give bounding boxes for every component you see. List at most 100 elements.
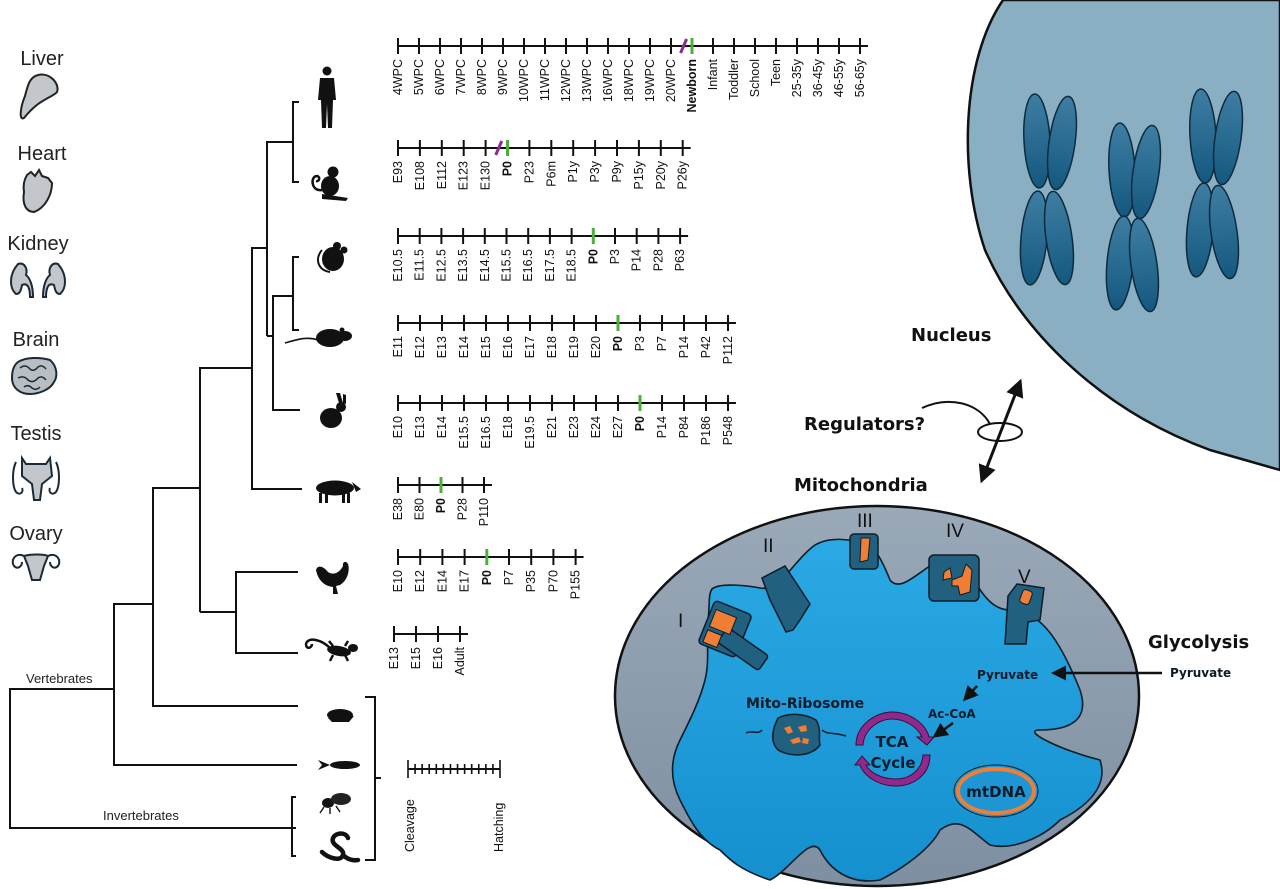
timeline-label: E112 xyxy=(435,161,449,189)
chromosome-3 xyxy=(1185,88,1244,280)
timeline-label: E16 xyxy=(501,336,515,358)
branch-human-monkey xyxy=(292,101,299,183)
timeline-label: 20WPC xyxy=(664,59,678,102)
timeline-label: E24 xyxy=(589,416,603,438)
worm-icon xyxy=(319,831,361,863)
timeline-label: E15.5 xyxy=(500,249,514,282)
timeline-label: 12WPC xyxy=(559,59,573,102)
complex-IV xyxy=(928,554,980,602)
timeline-label: 9WPC xyxy=(496,59,510,95)
timeline-label: School xyxy=(748,59,762,97)
chromosome-1 xyxy=(1019,93,1078,286)
timeline-label: E10.5 xyxy=(391,249,405,282)
timeline-label: P70 xyxy=(546,570,560,592)
timeline-label: 19WPC xyxy=(643,59,657,102)
regulators-arrow xyxy=(921,378,1024,484)
timeline-label: 10WPC xyxy=(517,59,531,102)
tca-label-line1: TCA xyxy=(876,733,909,751)
mtdna-label: mtDNA xyxy=(966,783,1026,801)
complex-label-I: I xyxy=(678,611,683,632)
timeline-label: P7 xyxy=(655,336,669,351)
timeline-label: E14 xyxy=(457,336,471,358)
timeline-label: E13 xyxy=(413,416,427,438)
pyruvate-outside-label: Pyruvate xyxy=(1170,666,1231,680)
nucleus xyxy=(966,0,1280,472)
timeline-label: 4WPC xyxy=(391,59,405,95)
timeline-label: E16.5 xyxy=(521,249,535,282)
phylogenetic-tree xyxy=(9,101,302,857)
timeline-label: 8WPC xyxy=(475,59,489,95)
timeline-label: Adult xyxy=(453,646,467,675)
timeline-label: P14 xyxy=(655,416,669,438)
timeline-label: P3 xyxy=(633,336,647,351)
timeline-label: P20y xyxy=(654,160,668,189)
timeline-label: P0 xyxy=(501,161,515,176)
timeline-label: 36-45y xyxy=(811,58,825,97)
timeline-label: 13WPC xyxy=(580,59,594,102)
timeline-label-cleavage: Cleavage xyxy=(403,799,417,852)
branch-primates xyxy=(266,141,293,336)
branch-tetrapods xyxy=(113,603,297,766)
timeline-label: P155 xyxy=(569,570,583,599)
ac-coa-label: Ac-CoA xyxy=(928,707,976,721)
timeline-label: P42 xyxy=(699,336,713,358)
chicken-icon xyxy=(316,561,349,594)
timeline-label: E123 xyxy=(457,161,471,190)
timeline-label: E19.5 xyxy=(523,416,537,449)
timeline-label: 7WPC xyxy=(454,59,468,95)
rat-icon xyxy=(284,327,352,347)
mtdna-ring-outline xyxy=(953,764,1039,818)
timeline-label: E80 xyxy=(413,498,427,520)
timeline-label: E10 xyxy=(391,570,405,592)
organ-label-kidney: Kidney xyxy=(7,233,68,255)
timeline-label: P112 xyxy=(721,336,735,364)
species-silhouettes xyxy=(284,66,361,863)
timeline-label: E16 xyxy=(431,647,445,669)
timeline-label: E17 xyxy=(523,336,537,358)
fish-icon xyxy=(318,760,360,770)
branch-rodents xyxy=(272,295,300,411)
mitochondrion: I II III IV V Mito-Ribosome TCA Cycle mt… xyxy=(613,504,1141,888)
timeline-label: E10 xyxy=(391,416,405,438)
timeline-label: E38 xyxy=(391,498,405,520)
timeline-label-hatching: Hatching xyxy=(492,803,506,852)
timeline-label: 16WPC xyxy=(601,59,615,102)
timeline-label: P0 xyxy=(434,498,448,513)
tca-label-line2: Cycle xyxy=(871,754,916,772)
timeline-label: E14 xyxy=(435,570,449,592)
pig-icon xyxy=(316,480,361,503)
complex-label-V: V xyxy=(1018,567,1031,588)
complex-II xyxy=(761,565,811,633)
branch-euarchontoglires xyxy=(251,247,302,490)
regulators-label: Regulators? xyxy=(804,414,925,435)
timeline-label: E13 xyxy=(435,336,449,358)
frog-icon xyxy=(327,709,354,722)
chromosome-2 xyxy=(1105,122,1162,313)
timeline-label: 18WPC xyxy=(622,59,636,102)
testis-icon xyxy=(12,454,60,501)
timeline-label: E12.5 xyxy=(434,249,448,282)
timeline-label: P7 xyxy=(502,570,516,585)
timeline-label: E108 xyxy=(413,161,427,190)
timeline-label: E18 xyxy=(545,336,559,358)
timeline-label: P186 xyxy=(699,416,713,445)
timeline-label: P15y xyxy=(632,160,646,189)
timeline-label: E12 xyxy=(413,336,427,358)
timeline-label: P9y xyxy=(610,160,624,182)
timeline-label: Toddler xyxy=(727,59,741,100)
timeline-label: P0 xyxy=(586,249,600,264)
timeline-label: E20 xyxy=(589,336,603,358)
timeline-label: P28 xyxy=(651,249,665,271)
human-icon xyxy=(318,66,336,128)
timeline-label: E16.5 xyxy=(479,416,493,449)
timeline-label: 6WPC xyxy=(433,59,447,95)
kidney-icon xyxy=(10,262,66,298)
timeline-label: E15.5 xyxy=(457,416,471,449)
